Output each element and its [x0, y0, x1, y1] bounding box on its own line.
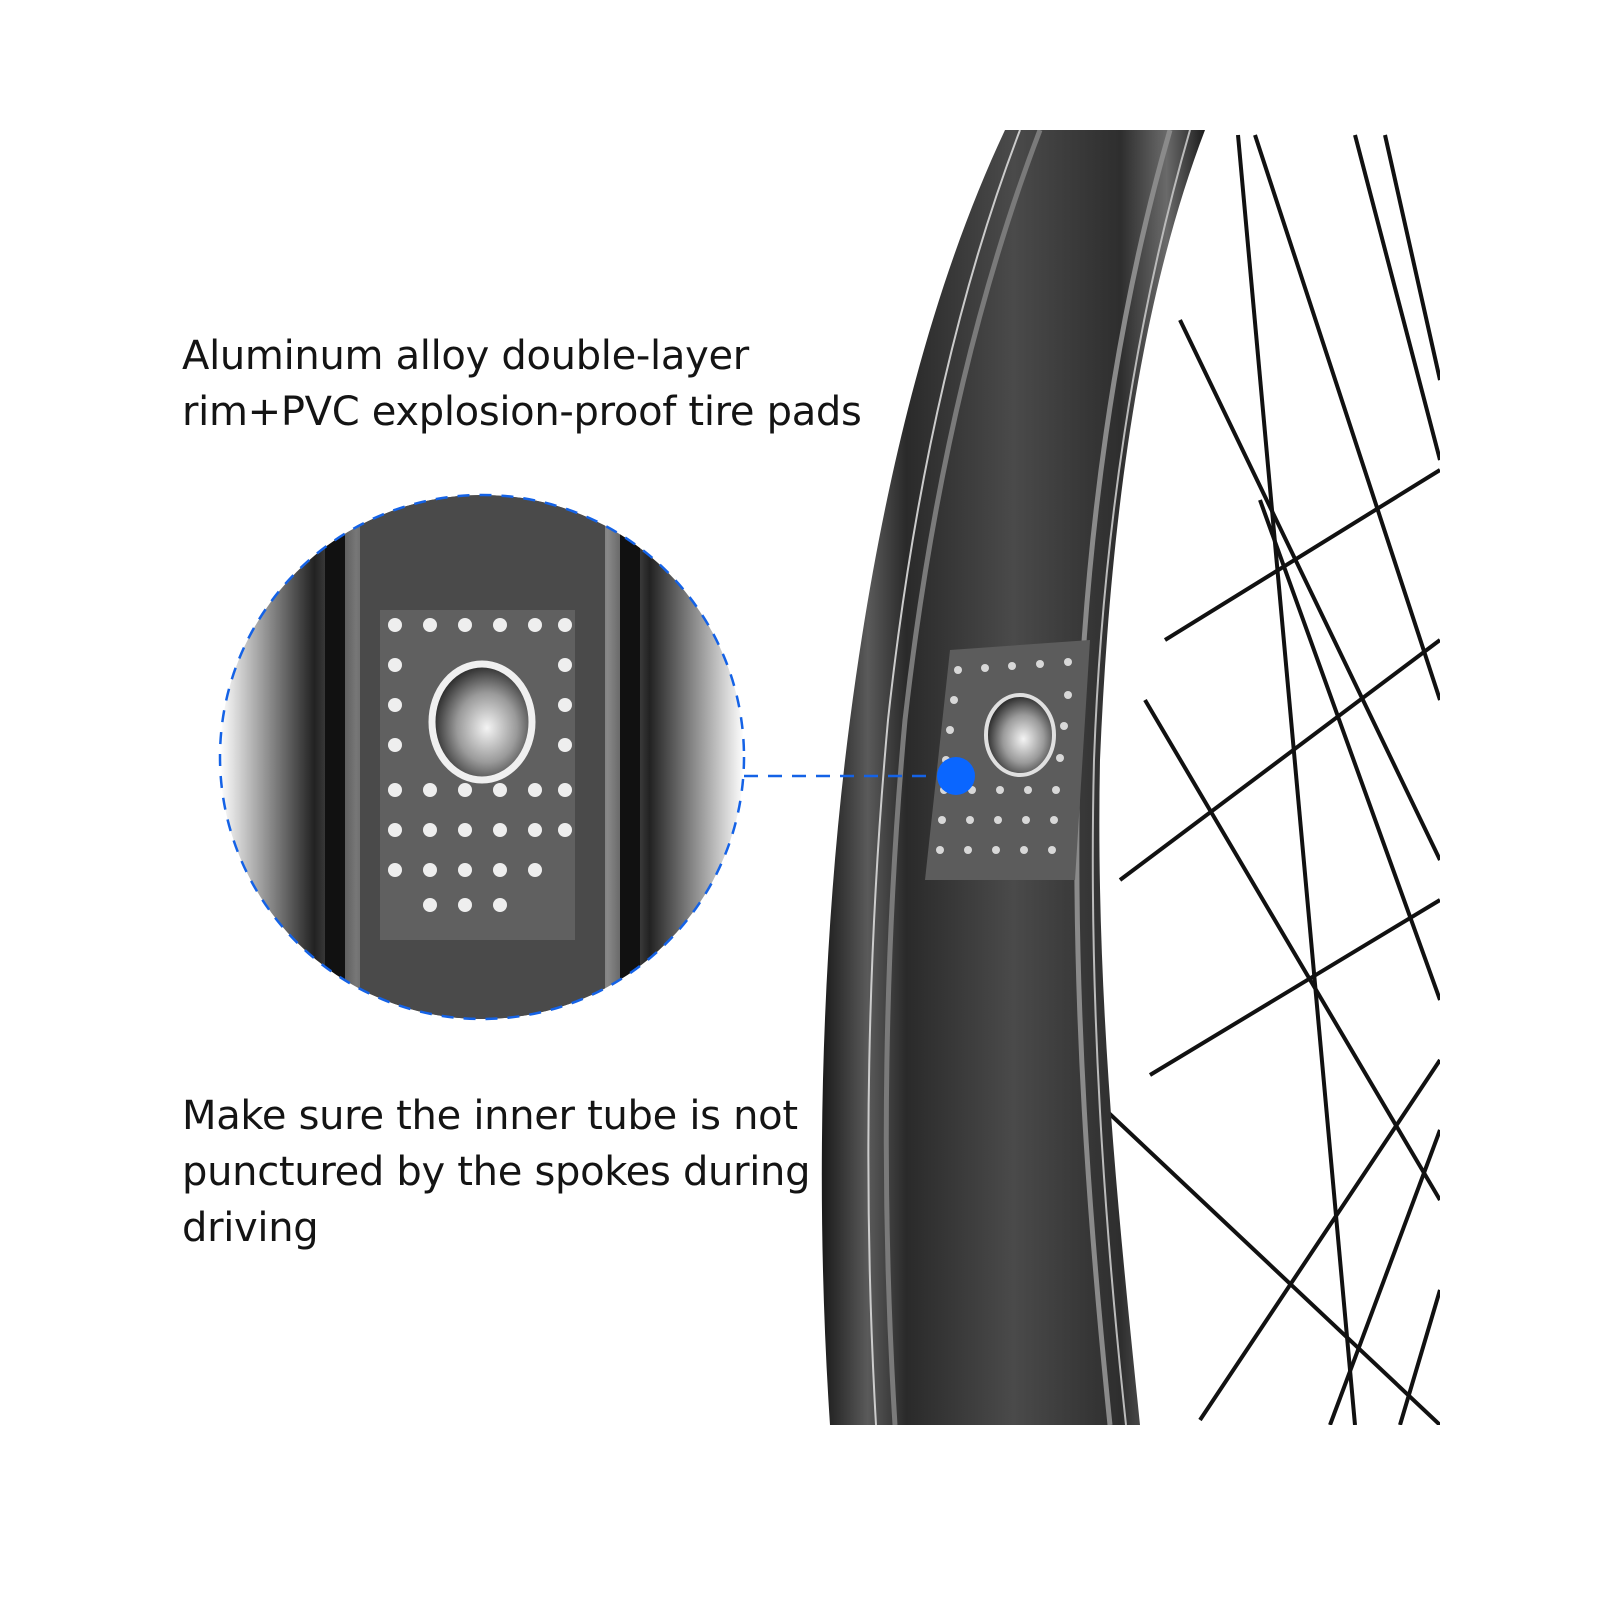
spoke — [1258, 499, 1440, 1001]
spoke — [1383, 134, 1440, 381]
rim-valve-hole — [984, 693, 1056, 777]
caption-line: Make sure the inner tube is not — [182, 1093, 798, 1139]
caption-line: punctured by the spokes during — [182, 1149, 811, 1195]
spoke — [1148, 898, 1440, 1077]
spoke — [1143, 698, 1440, 1202]
feature-caption-inner-tube: Make sure the inner tube is not puncture… — [182, 1088, 842, 1256]
feature-caption-rim: Aluminum alloy double-layer rim+PVC expl… — [182, 328, 882, 440]
rim-tire-pad — [925, 640, 1090, 880]
spoke — [1093, 1098, 1440, 1425]
spoke — [1236, 134, 1357, 1425]
spoke — [1163, 468, 1440, 642]
caption-line: Aluminum alloy double-layer — [182, 333, 749, 379]
zoom-dashed-border — [218, 493, 746, 1021]
spoke — [1178, 319, 1440, 861]
spoke — [1198, 1058, 1440, 1422]
callout-dot-icon — [937, 757, 975, 795]
zoom-valve-hole — [428, 660, 536, 784]
zoom-detail-view — [218, 493, 746, 1021]
spoke — [1118, 638, 1440, 882]
caption-line: rim+PVC explosion-proof tire pads — [182, 389, 862, 435]
spokes — [1093, 134, 1440, 1425]
spoke — [1353, 134, 1440, 461]
spoke — [1328, 1129, 1440, 1425]
spoke — [1253, 134, 1440, 701]
caption-line: driving — [182, 1205, 319, 1251]
spoke — [1398, 1289, 1440, 1425]
